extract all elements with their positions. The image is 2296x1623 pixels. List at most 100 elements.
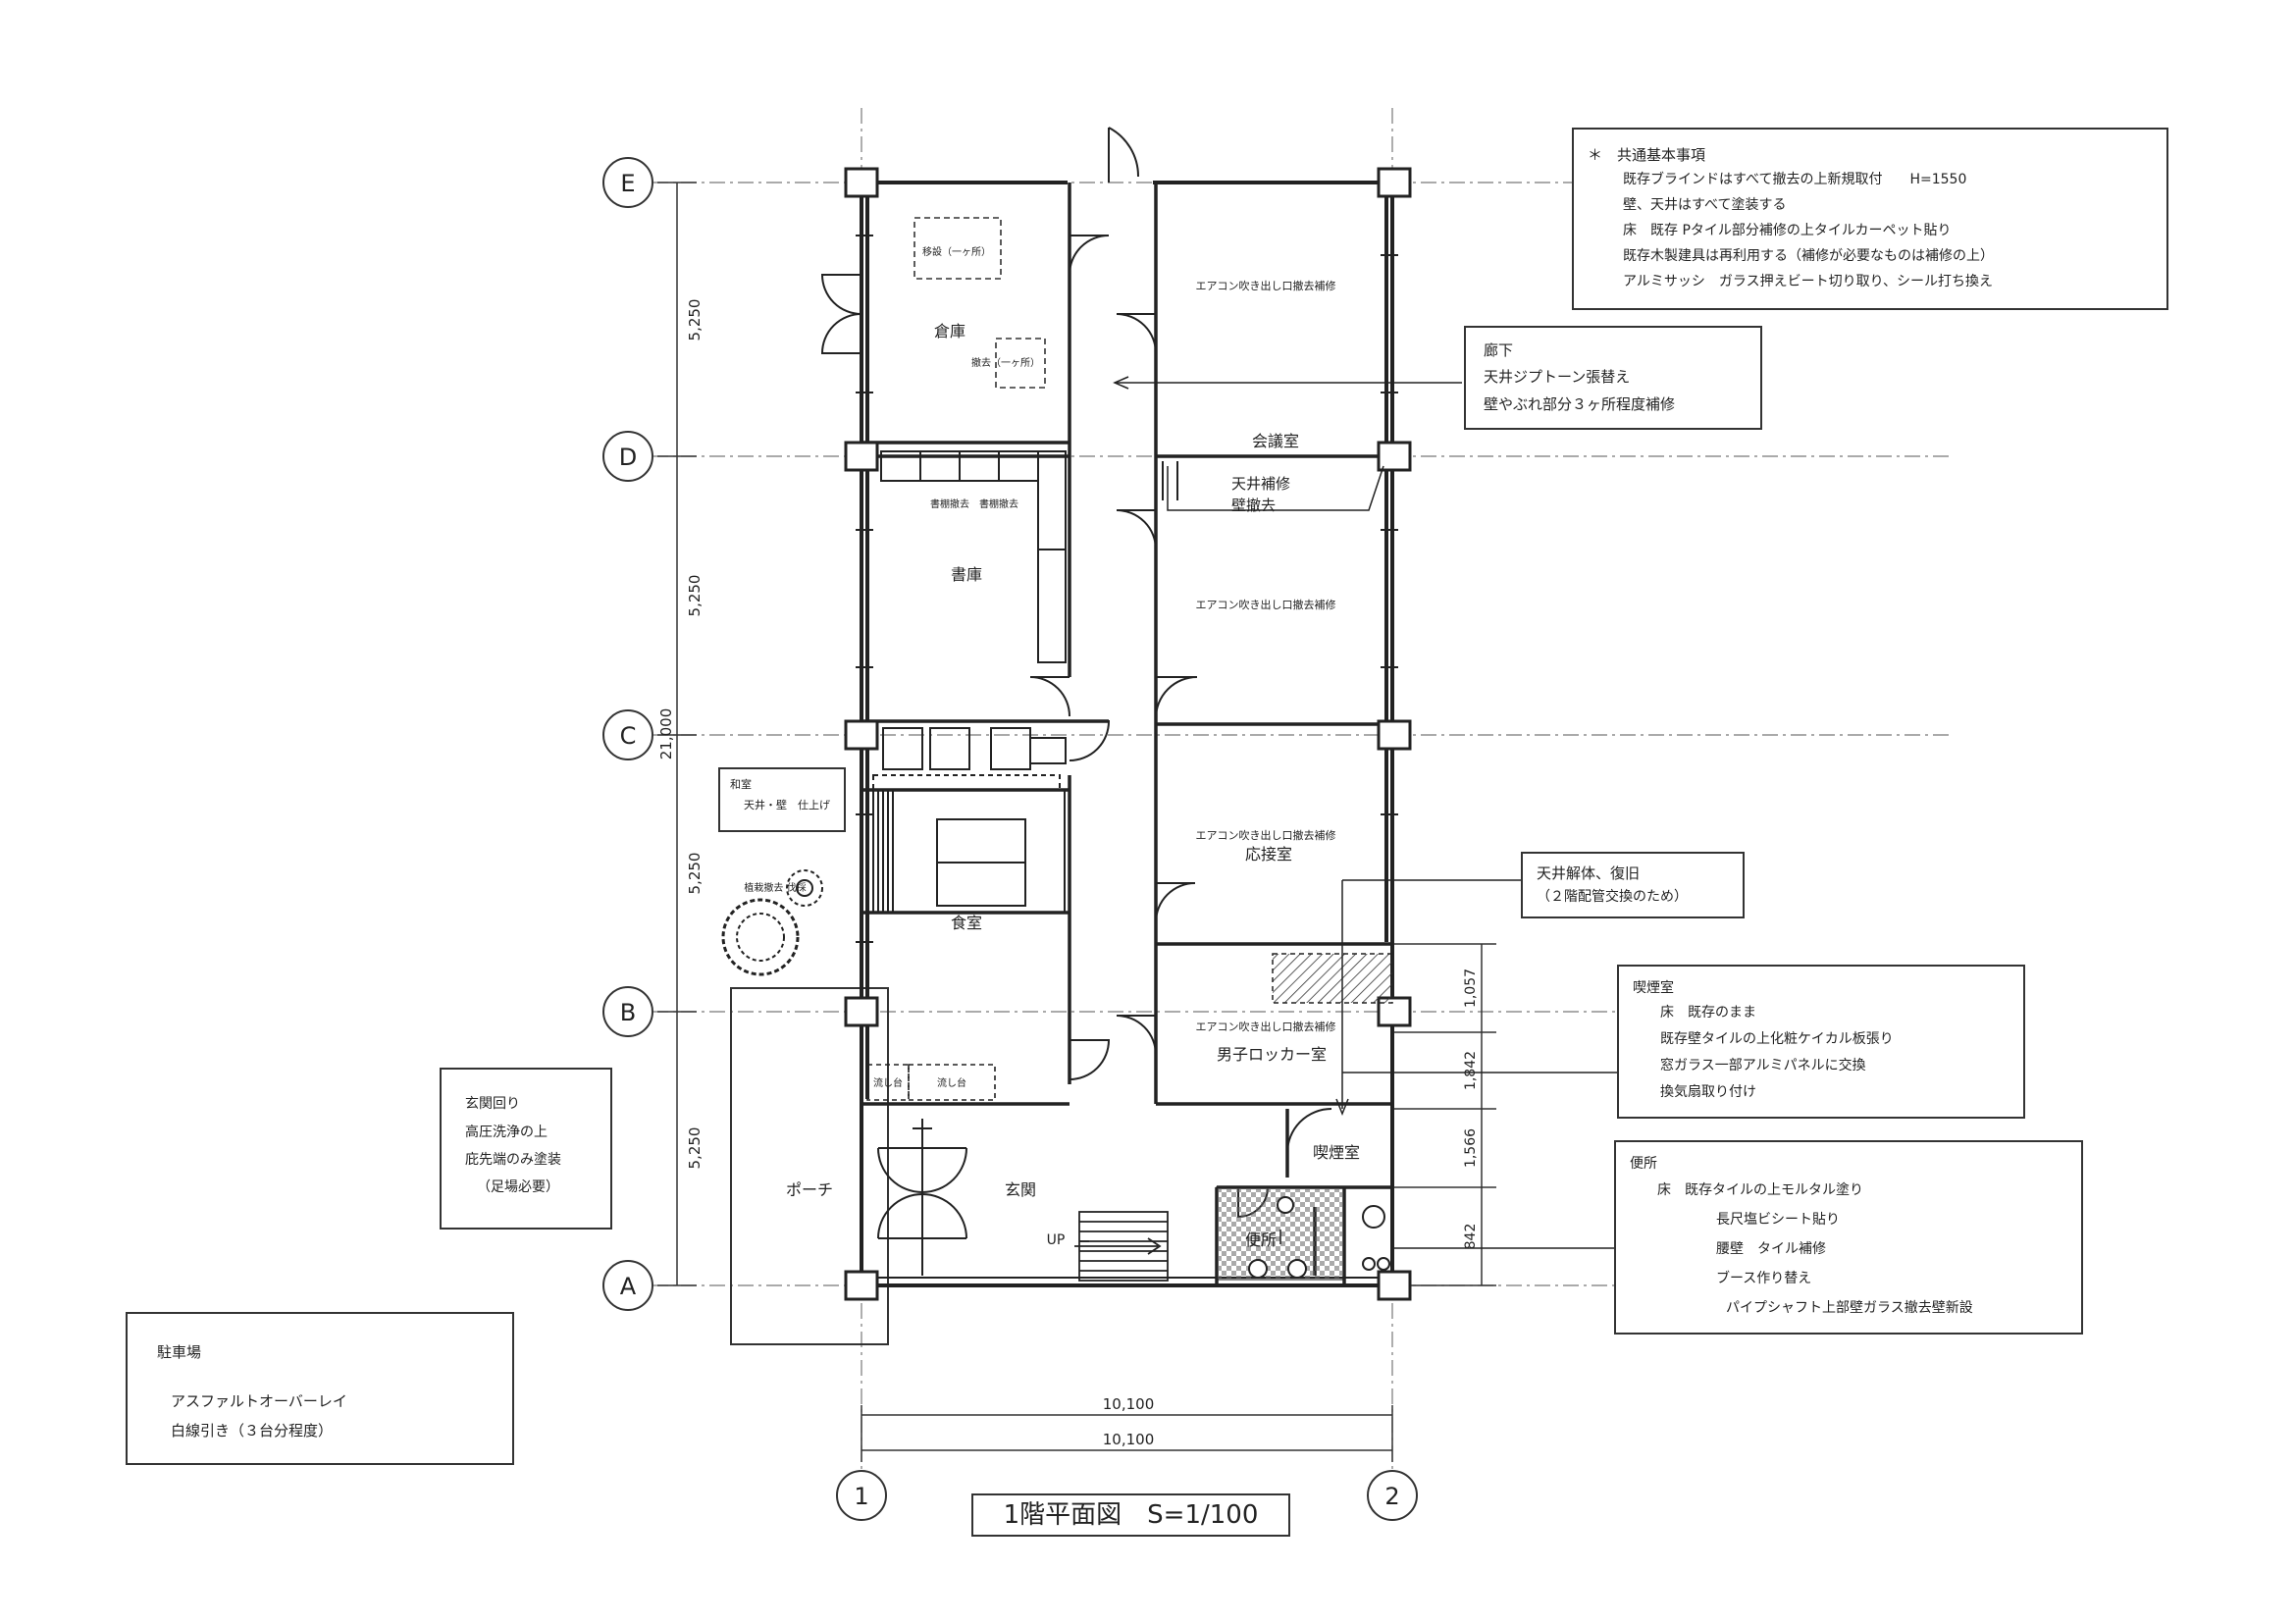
- leader-lines: [1113, 376, 1617, 1249]
- callout-toilet-line: 長尺塩ビシート貼り: [1716, 1212, 1840, 1228]
- dimension-bottom: [861, 1405, 1393, 1462]
- dim-left-4: 5,250: [686, 1127, 704, 1170]
- callout-entrance-heading: 玄関回り: [465, 1096, 520, 1112]
- callout-meeting-line: 天井補修: [1231, 475, 1291, 493]
- columns: [844, 167, 1412, 1301]
- room-label-archive: 書庫: [951, 565, 982, 584]
- window-ticks: [856, 235, 1398, 943]
- room-label-meeting: 会議室: [1252, 432, 1299, 450]
- callout-parking-line: アスファルトオーバーレイ: [171, 1392, 347, 1410]
- dimension-left: [657, 182, 697, 1286]
- callout-corridor-heading: 廊下: [1484, 341, 1514, 359]
- washitsu-tatami: [872, 789, 1066, 914]
- callout-smoking-line: 既存壁タイルの上化粧ケイカル板張り: [1660, 1031, 1894, 1047]
- exterior-walls: [855, 175, 1400, 1293]
- grid-bubble-1: 1: [836, 1470, 887, 1521]
- callout-common-heading: ＊ 共通基本事項: [1588, 146, 1706, 164]
- callout-smoking: 喫煙室 床 既存のまま 既存壁タイルの上化粧ケイカル板張り 窓ガラス一部アルミパ…: [1617, 965, 2025, 1119]
- room-label-entrance: 玄関: [1005, 1180, 1036, 1199]
- ceiling-hatch: [1272, 953, 1393, 1004]
- room-label-toilet: 便所: [1245, 1230, 1277, 1249]
- svg-text:2: 2: [1384, 1483, 1399, 1510]
- grid-bubble-A: A: [602, 1260, 653, 1311]
- dim-right-4: 842: [1463, 1224, 1479, 1250]
- note-plants: 植栽撤去 伐採: [744, 881, 806, 894]
- callout-parking: 駐車場 アスファルトオーバーレイ 白線引き（３台分程度）: [126, 1312, 514, 1465]
- callout-common-line: 既存ブラインドはすべて撤去の上新規取付 H=1550: [1623, 172, 1967, 187]
- callout-meeting-line: 壁撤去: [1231, 497, 1277, 514]
- note-sink: 流し台: [937, 1076, 966, 1089]
- grid-bubble-2: 2: [1367, 1470, 1418, 1521]
- callout-corridor-line: 天井ジプトーン張替え: [1484, 368, 1631, 386]
- note-storage-a: 移設（一ヶ所）: [922, 245, 991, 258]
- callout-smoking-line: 換気扇取り付け: [1660, 1084, 1756, 1100]
- note-aircon-3: エアコン吹き出し口撤去補修: [1196, 828, 1336, 842]
- dim-bottom-1: 10,100: [1103, 1395, 1155, 1413]
- svg-text:1: 1: [854, 1483, 868, 1510]
- callout-entrance-line: 高圧洗浄の上: [465, 1125, 548, 1140]
- callout-smoking-line: 窓ガラス一部アルミパネルに交換: [1660, 1058, 1866, 1073]
- callout-toilet-line: パイプシャフト上部壁ガラス撤去壁新設: [1726, 1300, 1973, 1316]
- svg-text:D: D: [619, 444, 637, 471]
- dim-right-3: 1,566: [1463, 1128, 1479, 1168]
- callout-ceiling-demo: 天井解体、復旧 （２階配管交換のため）: [1521, 852, 1745, 918]
- callout-corridor: 廊下 天井ジプトーン張替え 壁やぶれ部分３ヶ所程度補修: [1464, 326, 1762, 430]
- stair-up-label: UP: [1047, 1232, 1066, 1248]
- grid-bubble-C: C: [602, 709, 653, 760]
- room-label-dining: 食室: [951, 914, 982, 932]
- doors: [820, 127, 1332, 1219]
- svg-text:E: E: [620, 170, 635, 197]
- interior-walls: [861, 183, 1392, 1285]
- callout-toilet-line: 腰壁 タイル補修: [1716, 1241, 1826, 1257]
- svg-text:C: C: [620, 722, 637, 750]
- callout-meeting-ceiling: 天井補修 壁撤去: [1231, 473, 1388, 516]
- callout-smoking-line: 床 既存のまま: [1660, 1005, 1756, 1021]
- callout-toilet-heading: 便所: [1630, 1156, 1657, 1172]
- grid-bubble-B: B: [602, 986, 653, 1037]
- callout-corridor-line: 壁やぶれ部分３ヶ所程度補修: [1484, 395, 1676, 413]
- callout-parking-heading: 駐車場: [157, 1343, 202, 1361]
- note-aircon-4: エアコン吹き出し口撤去補修: [1196, 1020, 1336, 1033]
- callout-entrance-line: （足場必要）: [477, 1179, 559, 1195]
- callout-toilet: 便所 床 既存タイルの上モルタル塗り 長尺塩ビシート貼り 腰壁 タイル補修 ブー…: [1614, 1140, 2083, 1335]
- callout-entrance-line: 庇先端のみ塗装: [465, 1152, 561, 1168]
- kitchen-fixtures: [872, 727, 1067, 791]
- dim-bottom-2: 10,100: [1103, 1431, 1155, 1448]
- svg-text:A: A: [620, 1273, 637, 1300]
- staircase: [1074, 1211, 1169, 1282]
- callout-ceiling-line: 天井解体、復旧: [1537, 864, 1641, 882]
- grid-bubble-D: D: [602, 431, 653, 482]
- grid-bubble-E: E: [602, 157, 653, 208]
- callout-common-line: 既存木製建具は再利用する（補修が必要なものは補修の上）: [1623, 248, 1994, 264]
- callout-washitsu-heading: 和室: [730, 778, 752, 791]
- callout-parking-line: 白線引き（３台分程度）: [171, 1422, 334, 1440]
- room-label-smoking: 喫煙室: [1313, 1143, 1360, 1162]
- room-label-locker: 男子ロッカー室: [1217, 1045, 1327, 1064]
- callout-common-line: アルミサッシ ガラス押えビート切り取り、シール打ち換え: [1623, 274, 1994, 289]
- drawing-title: 1階平面図 S=1/100: [971, 1493, 1290, 1537]
- porch-outline: [730, 987, 889, 1345]
- callout-smoking-heading: 喫煙室: [1633, 980, 1674, 996]
- callout-ceiling-line: （２階配管交換のため）: [1537, 889, 1688, 905]
- dim-right-2: 1,842: [1463, 1051, 1479, 1090]
- note-shelf: 書棚撤去 書棚撤去: [930, 497, 1018, 510]
- note-kitchen: 流し台: [873, 1076, 903, 1089]
- note-storage-b: 撤去（一ヶ所）: [971, 356, 1040, 369]
- note-aircon-2: エアコン吹き出し口撤去補修: [1196, 598, 1336, 611]
- callout-common: ＊ 共通基本事項 既存ブラインドはすべて撤去の上新規取付 H=1550 壁、天井…: [1572, 128, 2168, 310]
- callout-entrance: 玄関回り 高圧洗浄の上 庇先端のみ塗装 （足場必要）: [440, 1068, 612, 1230]
- entrance-door: [877, 1119, 967, 1276]
- dim-left-1: 5,250: [686, 299, 704, 341]
- callout-toilet-line: 床 既存タイルの上モルタル塗り: [1657, 1182, 1863, 1198]
- dim-right-1: 1,057: [1463, 969, 1479, 1008]
- archive-shelves: [880, 450, 1067, 663]
- dimension-right: [1393, 943, 1496, 1286]
- callout-washitsu-line: 天井・壁 仕上げ: [744, 799, 830, 812]
- callout-common-line: 壁、天井はすべて塗装する: [1623, 197, 1787, 213]
- callout-washitsu: 和室 天井・壁 仕上げ: [718, 767, 846, 832]
- dining-fixtures: [866, 1064, 996, 1101]
- note-aircon-1: エアコン吹き出し口撤去補修: [1196, 279, 1336, 292]
- callout-toilet-line: ブース作り替え: [1716, 1271, 1812, 1286]
- dim-left-2: 5,250: [686, 575, 704, 617]
- room-label-reception: 応接室: [1245, 845, 1292, 864]
